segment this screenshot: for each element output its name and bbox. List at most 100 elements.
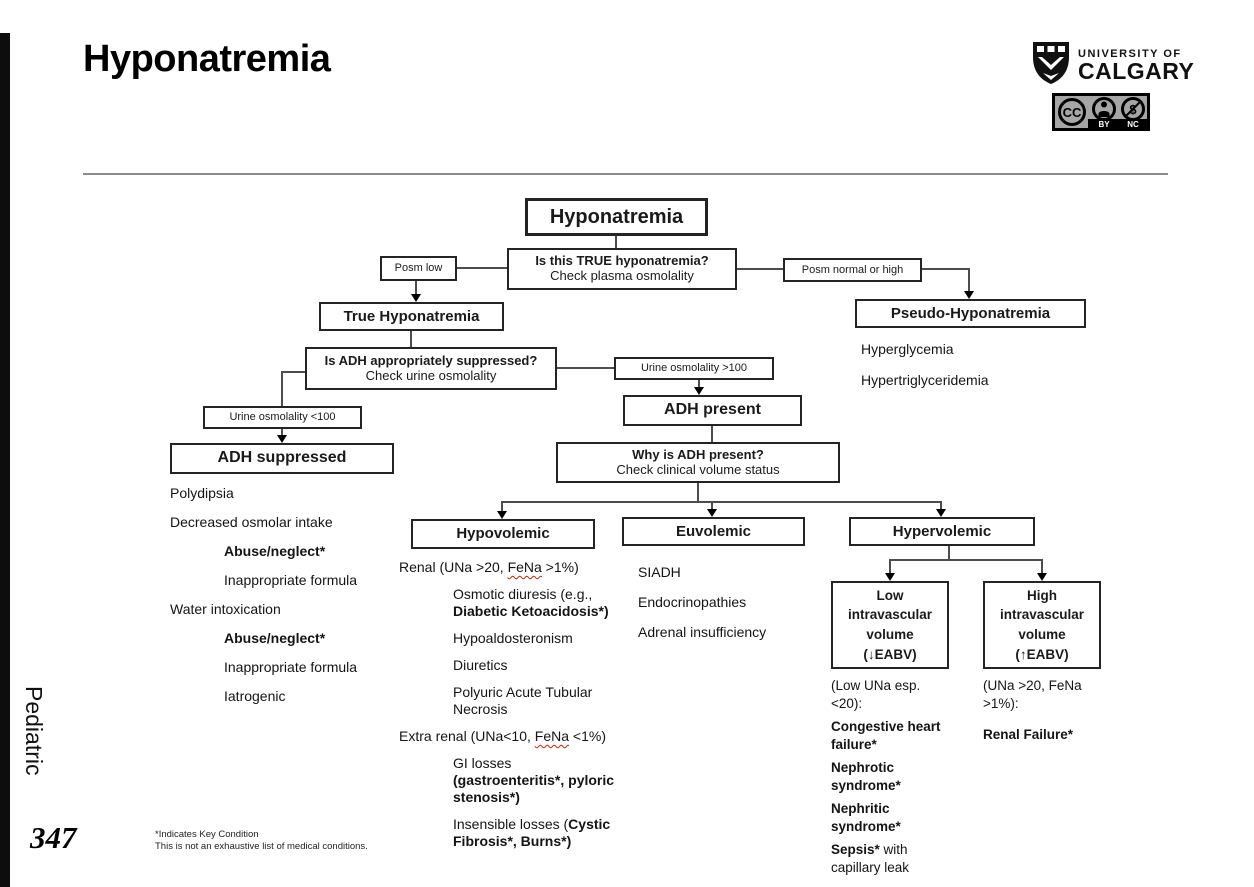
svg-text:CC: CC — [1063, 105, 1082, 120]
list-item: Renal (UNa >20, FeNa >1%) — [399, 559, 579, 575]
connector — [501, 501, 503, 511]
list-item: Inappropriate formula — [224, 659, 358, 675]
connector — [697, 483, 699, 502]
node-question-why-adh: Why is ADH present? Check clinical volum… — [556, 442, 840, 483]
connector — [281, 429, 283, 436]
connector — [968, 268, 970, 292]
connector — [415, 281, 417, 295]
list-item: Polyuric Acute Tubular Necrosis — [453, 684, 593, 717]
node-euvolemic: Euvolemic — [622, 517, 805, 546]
list-item: Congestive heart failure* — [831, 719, 941, 752]
footnote-line: This is not an exhaustive list of medica… — [155, 840, 368, 852]
header-divider — [83, 173, 1168, 175]
node-hyponatremia-root: Hyponatremia — [525, 198, 708, 236]
list-item: Endocrinopathies — [638, 594, 747, 610]
connector — [281, 371, 283, 406]
node-hypovolemic: Hypovolemic — [411, 519, 595, 549]
cc-icon: CC — [1058, 98, 1086, 126]
list-item: Osmotic diuresis (e.g., Diabetic Ketoaci… — [453, 586, 609, 619]
list-item: Extra renal (UNa<10, FeNa <1%) — [399, 728, 606, 744]
cc-nc-label: NC — [1127, 120, 1139, 129]
arrowhead — [707, 509, 717, 517]
arrowhead — [936, 509, 946, 517]
list-item: GI losses (gastroenteritis*, pyloric ste… — [453, 755, 615, 805]
list-item: Insensible losses (Cystic Fibrosis*, Bur… — [453, 816, 611, 849]
connector — [889, 559, 1043, 561]
node-true-hyponatremia: True Hyponatremia — [319, 302, 504, 331]
node-adh-suppressed: ADH suppressed — [170, 443, 394, 474]
list-item: Renal Failure* — [983, 727, 1074, 742]
node-hypervolemic: Hypervolemic — [849, 517, 1035, 546]
connector — [948, 546, 950, 561]
page-title: Hyponatremia — [83, 38, 331, 80]
connector — [922, 268, 970, 270]
node-urine-osmolality-high: Urine osmolality >100 — [614, 357, 774, 380]
node-low-intravascular-volume: Low intravascular volume (↓EABV) — [831, 581, 949, 669]
list-item: Polydipsia — [170, 485, 234, 501]
list-item: (Low UNa esp. <20): — [831, 678, 921, 711]
section-label-pediatric: Pediatric — [21, 686, 47, 776]
list-item: Abuse/neglect* — [224, 543, 326, 559]
list-item: Abuse/neglect* — [224, 630, 326, 646]
list-item: Diuretics — [453, 657, 508, 673]
list-item: Nephritic syndrome* — [831, 801, 901, 834]
node-posm-low: Posm low — [380, 256, 457, 281]
node-urine-osmolality-low: Urine osmolality <100 — [203, 406, 362, 429]
connector — [557, 367, 614, 369]
footnote: *Indicates Key Condition This is not an … — [155, 829, 368, 852]
arrowhead — [411, 294, 421, 302]
connector — [502, 501, 942, 503]
node-question-adh-suppressed: Is ADH appropriately suppressed? Check u… — [305, 347, 557, 390]
arrowhead — [277, 435, 287, 443]
list-item: Inappropriate formula — [224, 572, 358, 588]
list-item: Water intoxication — [170, 601, 281, 617]
arrowhead — [1037, 573, 1047, 581]
connector — [1041, 559, 1043, 573]
hypovolemic-causes: Renal (UNa >20, FeNa >1%) Osmotic diuresi… — [399, 559, 621, 860]
low-intravascular-volume-causes: (Low UNa esp. <20): Congestive heart fail… — [831, 677, 953, 882]
node-pseudo-hyponatremia: Pseudo-Hyponatremia — [855, 299, 1086, 328]
by-person-icon — [1092, 97, 1116, 121]
list-item: Hypertriglyceridemia — [861, 372, 989, 388]
arrowhead — [964, 291, 974, 299]
arrowhead — [497, 511, 507, 519]
list-item: Hypoaldosteronism — [453, 630, 573, 646]
connector — [711, 426, 713, 442]
arrowhead — [694, 387, 704, 395]
connector — [457, 267, 507, 269]
high-intravascular-volume-causes: (UNa >20, FeNa >1%): Renal Failure* — [983, 677, 1111, 757]
list-item: Adrenal insufficiency — [638, 624, 767, 640]
list-item: Nephrotic syndrome* — [831, 760, 901, 793]
node-high-intravascular-volume: High intravascular volume (↑EABV) — [983, 581, 1101, 669]
node-question-true-hyponatremia: Is this TRUE hyponatremia? Check plasma … — [507, 248, 737, 290]
list-item: SIADH — [638, 564, 681, 580]
list-item: Iatrogenic — [224, 688, 286, 704]
left-edge-bar — [0, 33, 10, 887]
university-logo: UNIVERSITY OF CALGARY — [1030, 40, 1194, 91]
node-posm-normal-or-high: Posm normal or high — [783, 258, 922, 282]
list-item: (UNa >20, FeNa >1%): — [983, 678, 1082, 711]
node-adh-present: ADH present — [623, 395, 802, 426]
connector — [889, 559, 891, 573]
connector — [711, 501, 713, 509]
uofc-crest-icon — [1030, 40, 1072, 91]
connector — [281, 371, 305, 373]
footnote-line: *Indicates Key Condition — [155, 829, 259, 840]
cc-by-label: BY — [1098, 120, 1110, 129]
nc-dollar-icon: $ — [1121, 97, 1145, 121]
list-item: Hyperglycemia — [861, 341, 954, 357]
connector — [410, 331, 412, 347]
arrowhead — [885, 573, 895, 581]
list-item: Sepsis* with capillary leak — [831, 842, 910, 875]
connector — [940, 501, 942, 509]
connector — [698, 380, 700, 388]
connector — [737, 268, 783, 270]
connector — [615, 236, 617, 248]
list-item: Decreased osmolar intake — [170, 514, 333, 530]
page-number: 347 — [30, 820, 77, 855]
cc-license-badge: CC $ BY NC — [1052, 93, 1150, 136]
